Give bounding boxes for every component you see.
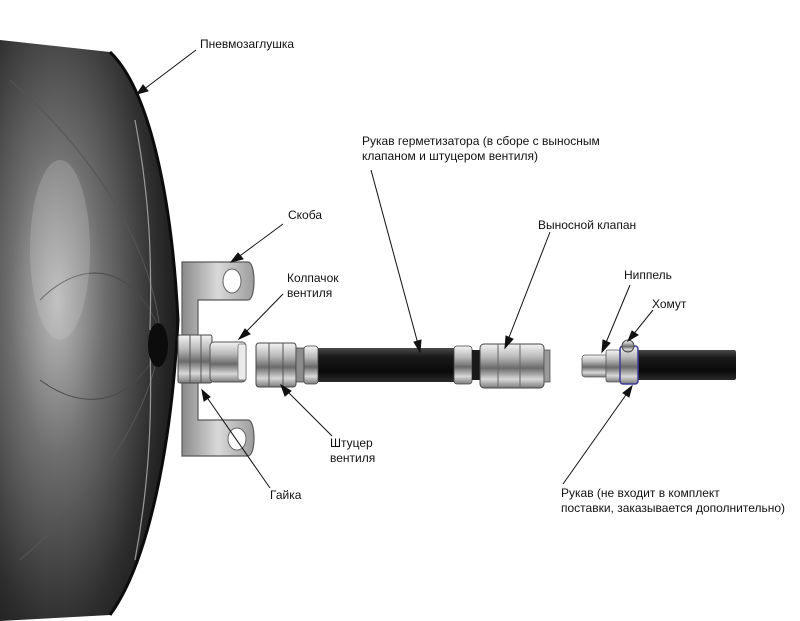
nipple	[581, 349, 621, 383]
label-valve-fitting-line1: Штуцер	[330, 436, 373, 450]
label-external-hose: Рукав (не входит в комплект поставки, за…	[561, 486, 785, 516]
label-valve-cap-line2: вентиля	[287, 286, 333, 300]
label-remote-valve: Выносной клапан	[538, 218, 637, 232]
label-valve-cap: Колпачок вентиля	[287, 271, 339, 301]
sealer-hose	[303, 345, 482, 385]
pneumatic-plug	[0, 40, 180, 621]
label-sealer-hose-line2: клапаном и штуцером вентиля)	[362, 149, 538, 163]
label-valve-cap-line1: Колпачок	[287, 271, 339, 285]
label-external-hose-line1: Рукав (не входит в комплект	[561, 486, 720, 500]
valve-fitting	[255, 342, 305, 388]
nut	[177, 334, 213, 384]
label-external-hose-line2: поставки, заказывается дополнительно)	[561, 501, 786, 515]
label-sealer-hose-line1: Рукав герметизатора (в сборе с выносным	[362, 134, 600, 148]
label-pneumatic-plug: Пневмозаглушка	[200, 37, 295, 51]
valve-cap	[209, 341, 247, 383]
label-clamp: Хомут	[652, 297, 687, 311]
label-valve-fitting: Штуцер вентиля	[330, 436, 375, 466]
label-nut: Гайка	[270, 488, 302, 502]
external-hose	[620, 350, 736, 380]
label-nipple: Ниппель	[624, 268, 672, 282]
clamp	[619, 339, 639, 385]
remote-valve	[479, 343, 551, 389]
label-bracket: Скоба	[288, 208, 322, 222]
label-sealer-hose: Рукав герметизатора (в сборе с выносным …	[362, 134, 600, 164]
label-valve-fitting-line2: вентиля	[330, 451, 376, 465]
leader-lines	[135, 49, 654, 489]
